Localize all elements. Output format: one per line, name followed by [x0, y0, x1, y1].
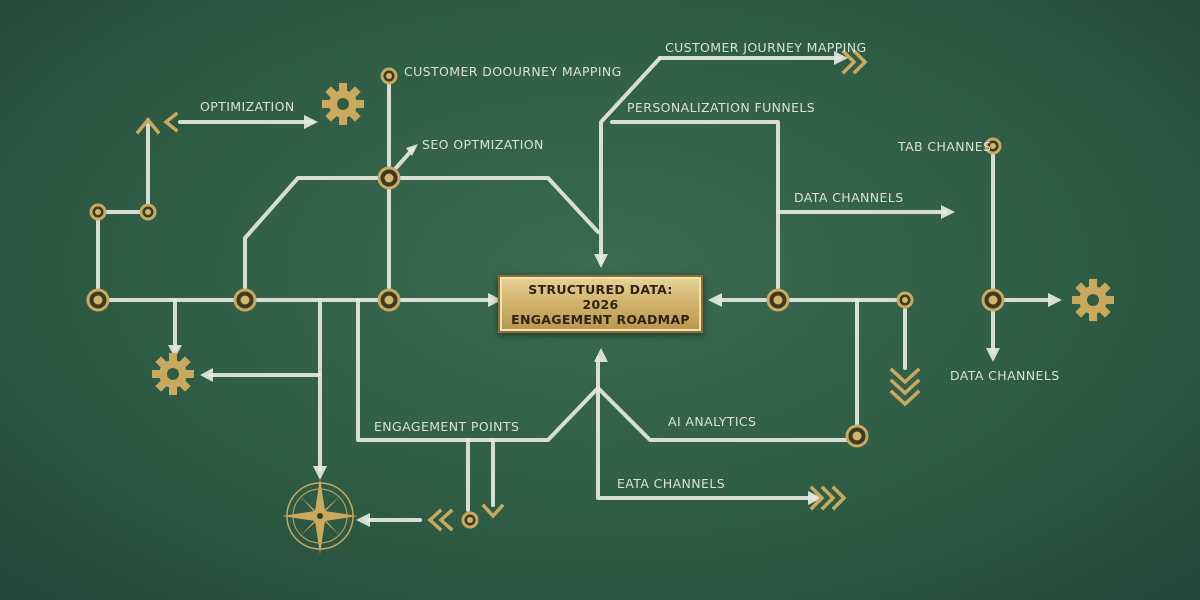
center-plaque: STRUCTURED DATA: 2026 ENGAGEMENT ROADMAP [498, 275, 703, 333]
label-seo-optimization: SEO OPTMIZATION [422, 137, 544, 152]
label-data-channels-right: DATA CHANNELS [950, 368, 1060, 383]
node-icon [233, 288, 257, 312]
label-optimization: OPTIMIZATION [200, 99, 295, 114]
plaque-title-line-1: STRUCTURED DATA: [528, 281, 673, 297]
node-icon [89, 203, 107, 221]
node-icon [461, 511, 479, 529]
chevron-arrow-icon [841, 49, 868, 75]
label-eata-channels: EATA CHANNELS [617, 476, 726, 491]
node-icon [86, 288, 110, 312]
label-tab-channels: TAB CHANNES [898, 139, 992, 154]
plaque-title-line-2: 2026 [582, 296, 619, 312]
label-data-channels-mid: DATA CHANNELS [794, 190, 904, 205]
chevron-arrow-icon [889, 367, 921, 407]
node-icon [845, 424, 869, 448]
gear-icon [322, 83, 364, 125]
label-engagement-points: ENGAGEMENT POINTS [374, 419, 520, 434]
node-icon [139, 203, 157, 221]
compass-rose-icon [282, 478, 358, 554]
label-ai-analytics: AI ANALYTICS [668, 414, 757, 429]
node-icon [377, 166, 401, 190]
node-icon [981, 288, 1005, 312]
label-customer-journey-mapping-top: CUSTOMER JOURNEY MAPPING [665, 40, 867, 55]
chevron-arrow-icon [135, 111, 179, 135]
chevron-arrow-icon [481, 503, 505, 519]
label-personalization-funnels: PERSONALIZATION FUNNELS [627, 100, 816, 115]
node-icon [766, 288, 790, 312]
label-customer-doourney-mapping: CUSTOMER DOOURNEY MAPPING [404, 64, 622, 79]
plaque-title-line-3: ENGAGEMENT ROADMAP [511, 311, 690, 327]
node-icon [380, 67, 398, 85]
chevron-arrow-icon [809, 485, 847, 511]
gear-icon [152, 353, 194, 395]
node-icon [377, 288, 401, 312]
chevron-arrow-icon [427, 508, 454, 532]
node-icon [896, 291, 914, 309]
gear-icon [1072, 279, 1114, 321]
